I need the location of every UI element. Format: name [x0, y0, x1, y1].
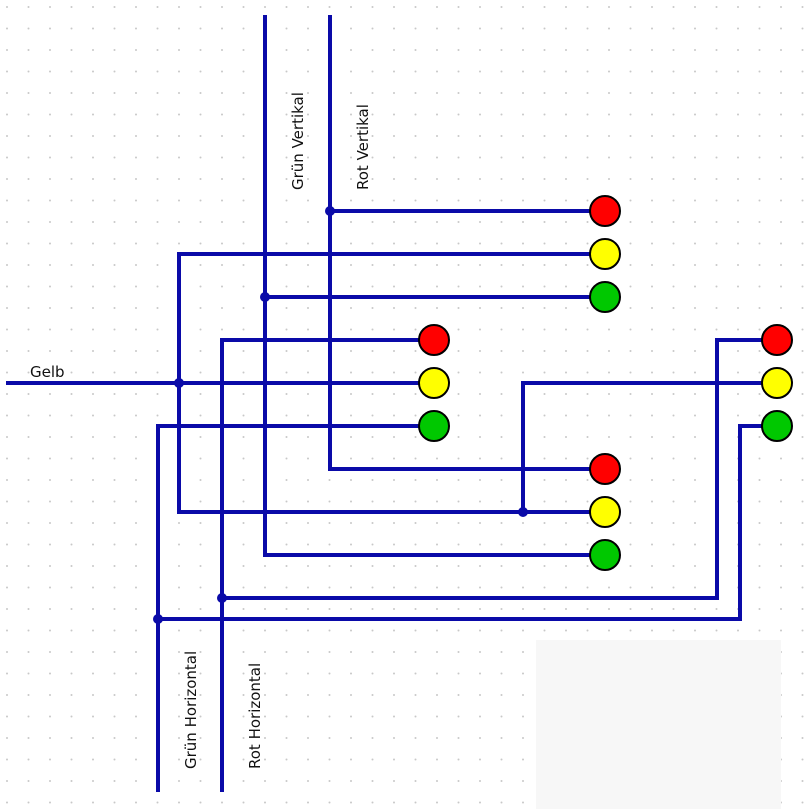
- wire-gruen-horizontal-main: [156, 424, 422, 792]
- net-rot-horizontal: [220, 338, 765, 792]
- lamp-yellow: [418, 367, 450, 399]
- lamp-red: [761, 324, 793, 356]
- net-gruen-horizontal: [156, 424, 765, 792]
- signal-group-top: [589, 195, 621, 313]
- junction-rot-horizontal: [217, 593, 227, 603]
- lamp-red: [418, 324, 450, 356]
- lamp-yellow: [589, 238, 621, 270]
- wire-rot-horizontal-main: [220, 338, 422, 792]
- wire-rot-vertikal-main: [328, 15, 592, 471]
- wire-gruen-horizontal-right: [156, 424, 765, 621]
- lamp-green: [589, 539, 621, 571]
- junction-gruen-vertikal: [260, 292, 270, 302]
- lamp-red: [589, 453, 621, 485]
- junction-gelb-right: [518, 507, 528, 517]
- junction-rot-vertikal: [325, 206, 335, 216]
- lamp-green: [589, 281, 621, 313]
- junction-gelb-left: [174, 378, 184, 388]
- lamp-green: [761, 410, 793, 442]
- label-gelb: Gelb: [30, 363, 65, 381]
- wire-gruen-vertikal-main: [263, 15, 592, 557]
- label-rot-vertikal: Rot Vertikal: [354, 104, 372, 190]
- signal-group-middle: [418, 324, 450, 442]
- junction-gruen-horizontal: [153, 614, 163, 624]
- dot-grid: [6, 6, 804, 804]
- label-gruen-vertikal: Grün Vertikal: [289, 92, 307, 190]
- lamp-red: [589, 195, 621, 227]
- wire-gelb-bottom: [177, 381, 592, 514]
- net-gruen-vertikal: [263, 15, 592, 557]
- wire-rot-horizontal-right: [220, 338, 765, 600]
- lamp-yellow: [761, 367, 793, 399]
- lamp-green: [418, 410, 450, 442]
- faint-panel: [536, 640, 781, 809]
- lamp-yellow: [589, 496, 621, 528]
- net-rot-vertikal: [328, 15, 592, 471]
- label-gruen-horizontal: Grün Horizontal: [182, 651, 200, 769]
- net-gelb: [6, 252, 765, 514]
- wire-gelb-top: [177, 252, 592, 385]
- junctions: [153, 206, 528, 624]
- label-rot-horizontal: Rot Horizontal: [246, 663, 264, 769]
- signal-group-right: [761, 324, 793, 442]
- wire-gelb-right: [521, 381, 765, 514]
- signal-group-bottom: [589, 453, 621, 571]
